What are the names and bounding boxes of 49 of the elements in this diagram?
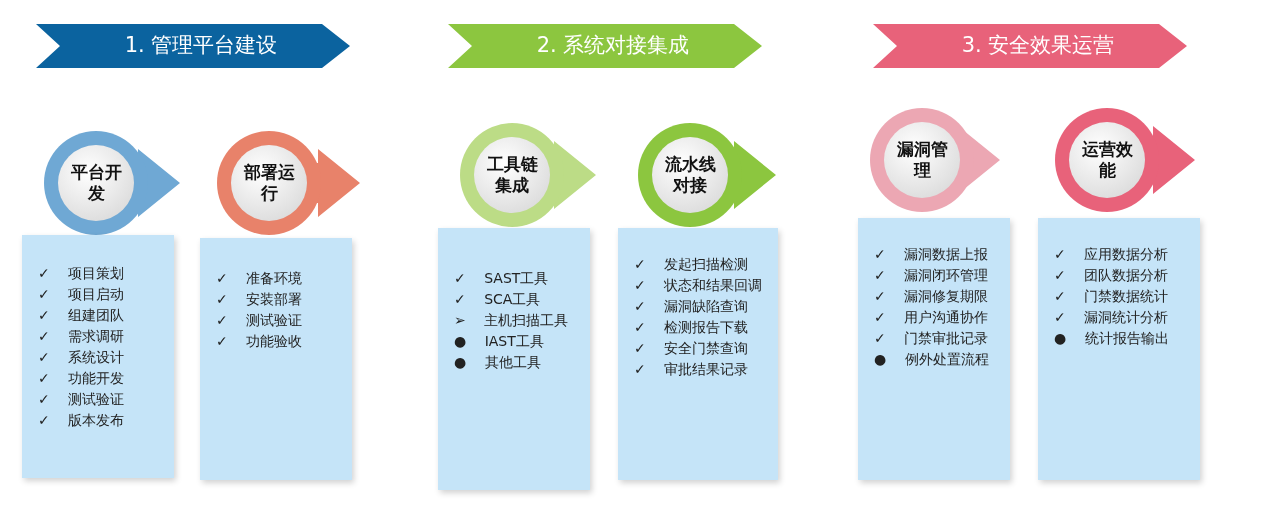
- list-item: ✓ 团队数据分析: [1054, 266, 1170, 285]
- list-item: ➢ 主机扫描工具: [454, 311, 570, 330]
- list-card: [200, 238, 352, 480]
- list-item: ✓ 项目策划: [38, 264, 126, 283]
- banner-title: 2. 系统对接集成: [535, 32, 690, 60]
- list-item: ✓ 需求调研: [38, 327, 126, 346]
- list-item: ✓ 应用数据分析: [1054, 245, 1170, 264]
- list-item: ● 例外处置流程: [874, 350, 990, 369]
- badge-label: 平台开发: [69, 161, 123, 205]
- badge-label: 漏洞管理: [895, 138, 949, 182]
- list-item: ● IAST工具: [454, 332, 545, 351]
- list-card: [618, 228, 778, 480]
- banner-title: 1. 管理平台建设: [123, 32, 278, 60]
- list-item: ✓ 系统设计: [38, 348, 126, 367]
- list-item: ✓ 门禁数据统计: [1054, 287, 1170, 306]
- list-item: ✓ 安全门禁查询: [634, 339, 750, 358]
- list-item: ✓ 门禁审批记录: [874, 329, 990, 348]
- list-item: ✓ 发起扫描检测: [634, 255, 750, 274]
- list-item: ✓ 漏洞统计分析: [1054, 308, 1170, 327]
- list-item: ✓ 漏洞修复期限: [874, 287, 990, 306]
- list-item: ✓ 测试验证: [38, 390, 126, 409]
- list-item: ✓ 状态和结果回调: [634, 276, 764, 295]
- list-card: [858, 218, 1010, 480]
- list-card: [438, 228, 590, 490]
- badge-label: 流水线对接: [663, 153, 717, 197]
- list-card: [22, 235, 174, 478]
- list-card: [1038, 218, 1200, 480]
- list-item: ✓ 准备环境: [216, 269, 304, 288]
- list-item: ✓ 组建团队: [38, 306, 126, 325]
- list-item: ✓ SCA工具: [454, 290, 542, 309]
- list-item: ✓ 审批结果记录: [634, 360, 750, 379]
- list-item: ✓ 功能开发: [38, 369, 126, 388]
- list-item: ✓ 项目启动: [38, 285, 126, 304]
- list-item: ✓ SAST工具: [454, 269, 550, 288]
- badge-label: 部署运行: [242, 161, 296, 205]
- list-item: ✓ 功能验收: [216, 332, 304, 351]
- list-item: ✓ 漏洞数据上报: [874, 245, 990, 264]
- list-item: ● 其他工具: [454, 353, 542, 372]
- badge-label: 运营效能: [1080, 138, 1134, 182]
- list-item: ✓ 版本发布: [38, 411, 126, 430]
- list-item: ✓ 漏洞缺陷查询: [634, 297, 750, 316]
- list-item: ● 统计报告输出: [1054, 329, 1170, 348]
- list-item: ✓ 安装部署: [216, 290, 304, 309]
- list-item: ✓ 漏洞闭环管理: [874, 266, 990, 285]
- list-item: ✓ 用户沟通协作: [874, 308, 990, 327]
- badge-label: 工具链集成: [485, 153, 539, 197]
- list-item: ✓ 检测报告下载: [634, 318, 750, 337]
- list-item: ✓ 测试验证: [216, 311, 304, 330]
- banner-title: 3. 安全效果运营: [960, 32, 1115, 60]
